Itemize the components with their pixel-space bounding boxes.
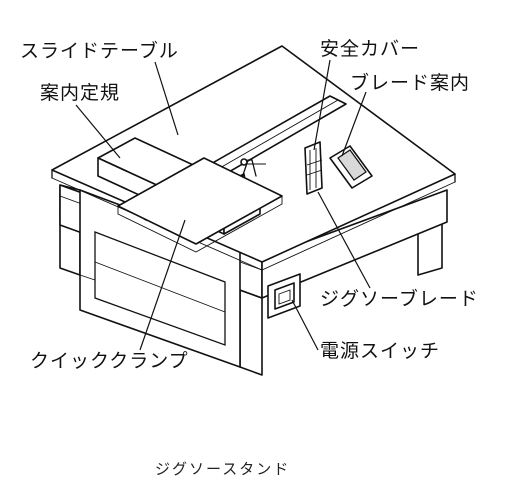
figure-caption: ジグソースタンド — [155, 460, 291, 478]
label-quick-clamp: クイッククランプ — [30, 350, 189, 372]
leader-blade-guide — [341, 91, 367, 157]
leader-quick-clamp — [139, 219, 186, 351]
leader-safety-cover — [313, 59, 331, 151]
label-jigsaw-blade: ジグソーブレード — [320, 288, 479, 310]
leader-guide-fence — [75, 104, 121, 159]
side-apron — [261, 189, 448, 299]
label-safety-cover: 安全カバー — [320, 38, 421, 60]
label-power-switch: 電源スイッチ — [320, 340, 441, 362]
leader-slide-table — [154, 61, 179, 136]
leader-jigsaw-blade — [317, 191, 371, 289]
label-guide-fence: 案内定規 — [40, 82, 121, 104]
label-slide-table: スライドテーブル — [20, 40, 179, 62]
right-front-leg — [239, 289, 263, 376]
leader-power-switch — [291, 299, 319, 351]
label-blade-guide: ブレード案内 — [350, 72, 471, 94]
